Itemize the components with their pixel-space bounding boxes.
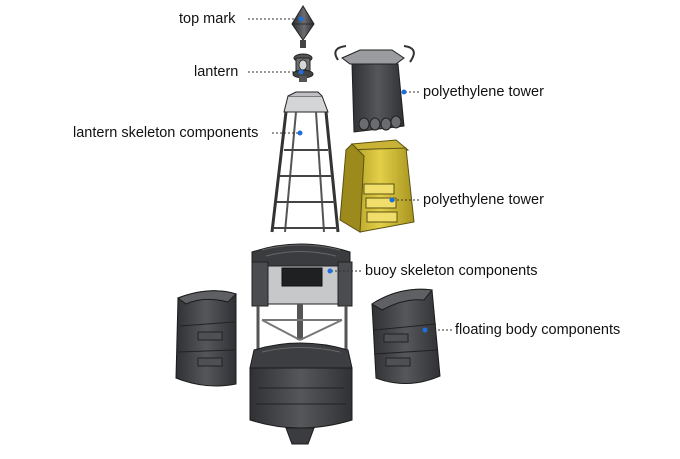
lantern-skeleton-part xyxy=(270,91,340,233)
buoy-skeleton-part xyxy=(251,243,353,356)
leader-dot-icon xyxy=(298,16,304,22)
leader-dot-icon xyxy=(389,197,395,203)
polyethylene-tower-upper-part xyxy=(334,45,415,133)
leader-lines xyxy=(248,16,452,333)
leader-dot-icon xyxy=(422,327,428,333)
label-floating-body: floating body components xyxy=(455,322,621,338)
polyethylene-tower-lower-part xyxy=(339,139,415,233)
label-top-mark: top mark xyxy=(179,11,236,27)
label-buoy-skeleton: buoy skeleton components xyxy=(365,263,538,279)
floating-body-left-part xyxy=(175,290,237,387)
floating-body-right-part xyxy=(371,288,441,385)
leader-dot-icon xyxy=(401,89,407,95)
leader-dot-icon xyxy=(327,268,333,274)
label-lantern: lantern xyxy=(194,64,239,80)
lantern-part xyxy=(292,53,314,82)
bottom-float-part xyxy=(249,342,353,445)
leader-dot-icon xyxy=(298,69,304,75)
top-mark-part xyxy=(291,5,315,48)
label-polyethylene-tower-upper: polyethylene tower xyxy=(423,84,544,100)
label-polyethylene-tower-lower: polyethylene tower xyxy=(423,192,544,208)
label-lantern-skeleton: lantern skeleton components xyxy=(73,125,259,141)
leader-dot-icon xyxy=(297,130,303,136)
